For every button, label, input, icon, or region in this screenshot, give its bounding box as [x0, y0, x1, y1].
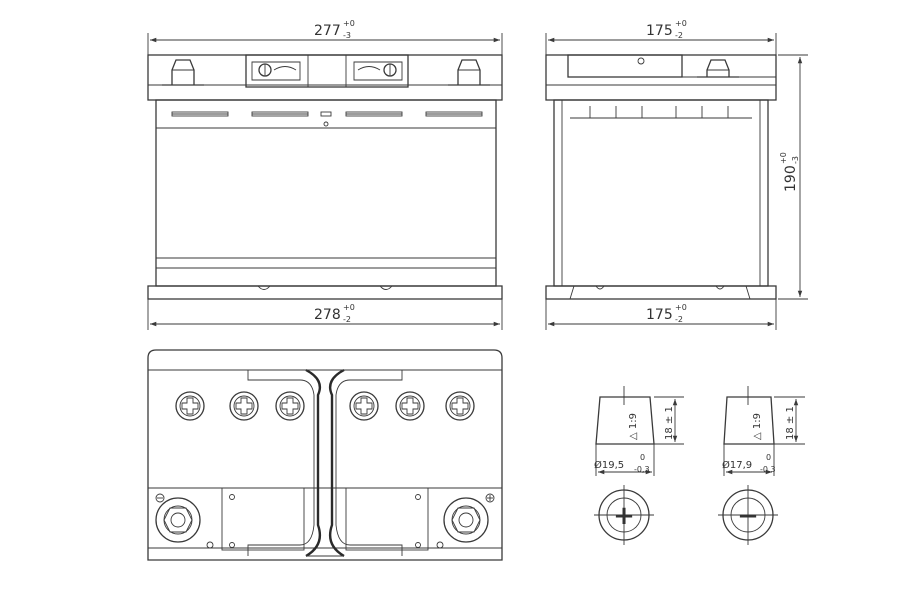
side-vent-hole-icon: [637, 57, 645, 65]
front-bottom-dimension-tol-upper: +0: [343, 303, 355, 312]
side-top-dimension-tol-upper: +0: [675, 19, 687, 28]
front-base: [147, 285, 503, 300]
side-bottom-dimension-tol-lower: -2: [675, 315, 683, 324]
positive-diameter-tol-upper: 0: [640, 453, 645, 462]
top-view: [147, 349, 503, 561]
vent-cap-icon: [395, 391, 425, 421]
polarity-mark-left-icon: [155, 493, 165, 503]
positive-symbol: +: [613, 501, 635, 531]
side-height-dimension-tol-upper: +0: [779, 152, 788, 164]
front-vent-strips: [171, 111, 483, 127]
side-top-dimension-tol-lower: -2: [675, 31, 683, 40]
vent-cap-row: [175, 391, 475, 421]
front-top-dimension-tol-upper: +0: [343, 19, 355, 28]
positive-diameter-label: Ø19,5: [594, 459, 624, 471]
vent-cap-icon: [175, 391, 205, 421]
negative-taper-label: △ 1:9: [752, 413, 763, 440]
terminal-detail-negative: △ 1:9 18 ± 1 Ø17,9 0 -0,3 −: [718, 386, 805, 545]
positive-taper-label: △ 1:9: [628, 413, 639, 440]
side-bottom-dimension-value: 175: [646, 307, 673, 323]
negative-diameter-label: Ø17,9: [722, 459, 752, 471]
side-height-dimension-value: 190: [783, 165, 799, 192]
side-bottom-dimension: 175 +0 -2: [545, 299, 777, 330]
side-bottom-dimension-tol-upper: +0: [675, 303, 687, 312]
side-height-dimension-tol-lower: -3: [791, 156, 800, 164]
top-terminal-left-icon: [155, 497, 201, 543]
top-panel-left: [221, 487, 305, 551]
negative-symbol: −: [737, 501, 759, 531]
front-terminal-left-icon: [162, 59, 204, 86]
front-top-dimension-value: 277: [314, 23, 341, 39]
terminal-detail-positive: △ 1:9 18 ± 1 Ø19,5 0 -0,3 +: [594, 386, 684, 545]
vent-cap-icon: [275, 391, 305, 421]
vent-cap-icon: [445, 391, 475, 421]
top-panel-right: [345, 487, 429, 551]
front-body: [155, 99, 497, 287]
negative-diameter-tol-upper: 0: [766, 453, 771, 462]
top-terminal-right-icon: [443, 497, 489, 543]
positive-diameter-tol-lower: -0,3: [634, 465, 650, 474]
front-lid: [147, 54, 503, 101]
vent-cap-icon: [349, 391, 379, 421]
negative-diameter-tol-lower: -0,3: [760, 465, 776, 474]
front-bottom-dimension-value: 278: [314, 307, 341, 323]
side-top-dimension: 175 +0 -2: [545, 19, 777, 60]
front-terminal-right-icon: [448, 59, 490, 86]
side-height-dimension: 190 +0 -3: [778, 54, 808, 300]
front-top-dimension-tol-lower: -3: [343, 31, 351, 40]
front-bottom-dimension-tol-lower: -2: [343, 315, 351, 324]
side-top-dimension-value: 175: [646, 23, 673, 39]
front-view: 277 +0 -3: [147, 19, 503, 330]
side-lid: [545, 54, 777, 101]
polarity-mark-right-icon: [485, 493, 495, 503]
top-handle-channel: [247, 368, 403, 558]
positive-height-label: 18 ± 1: [664, 406, 675, 440]
side-body: [553, 99, 769, 287]
side-base: [545, 285, 777, 300]
side-view: 175 +0 -2: [545, 19, 808, 330]
side-terminal-icon: [697, 59, 739, 78]
front-bottom-dimension: 278 +0 -2: [147, 299, 503, 330]
negative-height-label: 18 ± 1: [785, 406, 796, 440]
vent-cap-icon: [229, 391, 259, 421]
front-top-dimension: 277 +0 -3: [147, 19, 503, 60]
